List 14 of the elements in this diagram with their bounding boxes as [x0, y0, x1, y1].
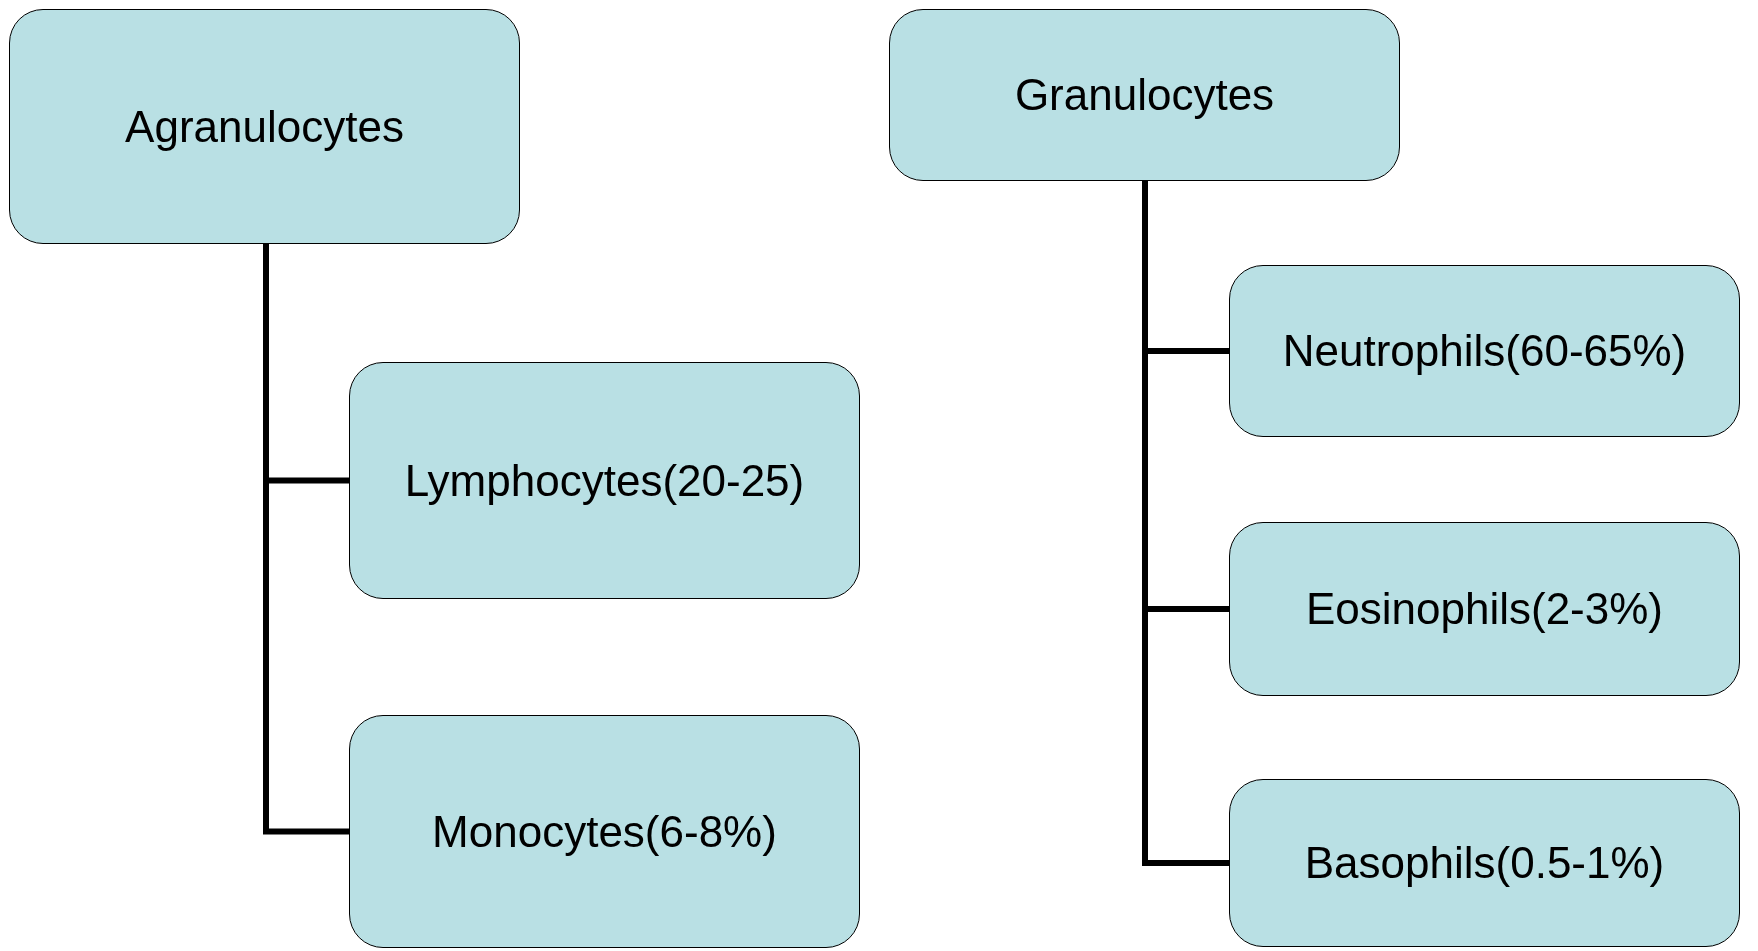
category-box — [889, 9, 1400, 181]
box-label: Monocytes(6-8%) — [432, 806, 777, 857]
category-box — [9, 9, 520, 244]
category-box — [1229, 265, 1740, 437]
category-box — [349, 362, 860, 599]
category-box — [349, 715, 860, 948]
category-box — [1229, 779, 1740, 947]
box-label: Lymphocytes(20-25) — [404, 455, 805, 506]
box-label: Agranulocytes — [125, 101, 404, 152]
box-label: Eosinophils(2-3%) — [1305, 584, 1664, 634]
box-label: Basophils(0.5-1%) — [1304, 838, 1665, 888]
box-label: Neutrophils(60-65%) — [1282, 326, 1687, 376]
box-label: Granulocytes — [1014, 70, 1275, 120]
category-box — [1229, 522, 1740, 696]
